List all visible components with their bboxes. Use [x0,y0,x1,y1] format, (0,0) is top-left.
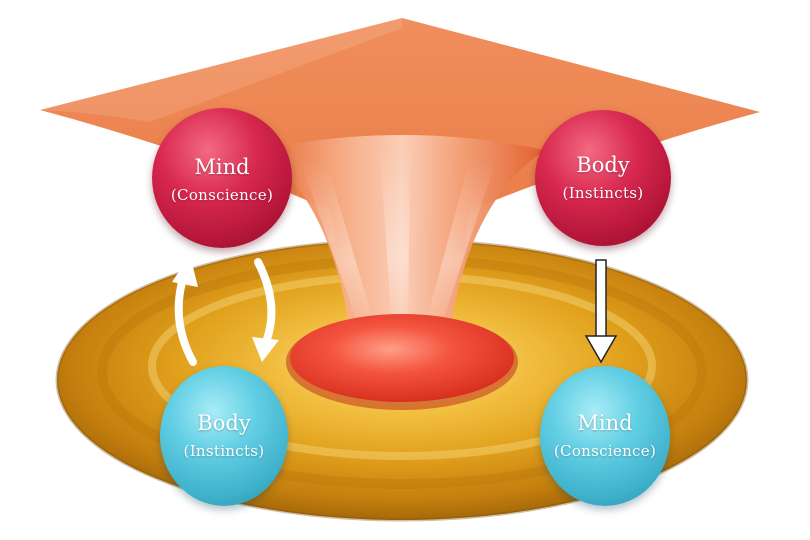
node-subtitle: (Instincts) [183,442,265,461]
node-subtitle: (Instincts) [562,184,644,203]
sphere-mind-conscience-top: Mind (Conscience) [152,108,292,248]
sphere-mind-conscience-bottom: Mind (Conscience) [540,366,670,506]
arrow-down-right [584,259,618,364]
node-title: Body [576,153,630,178]
node-title: Body [197,411,251,436]
node-subtitle: (Conscience) [553,442,657,461]
node-title: Mind [194,155,250,180]
arrow-down-left [252,258,279,362]
cone [40,18,760,330]
node-subtitle: (Conscience) [170,186,274,205]
arrow-up-left [172,255,198,366]
node-title: Mind [577,411,633,436]
center-ellipse [286,314,518,410]
sphere-body-instincts-bottom: Body (Instincts) [160,366,288,506]
sphere-body-instincts-top: Body (Instincts) [535,110,671,246]
